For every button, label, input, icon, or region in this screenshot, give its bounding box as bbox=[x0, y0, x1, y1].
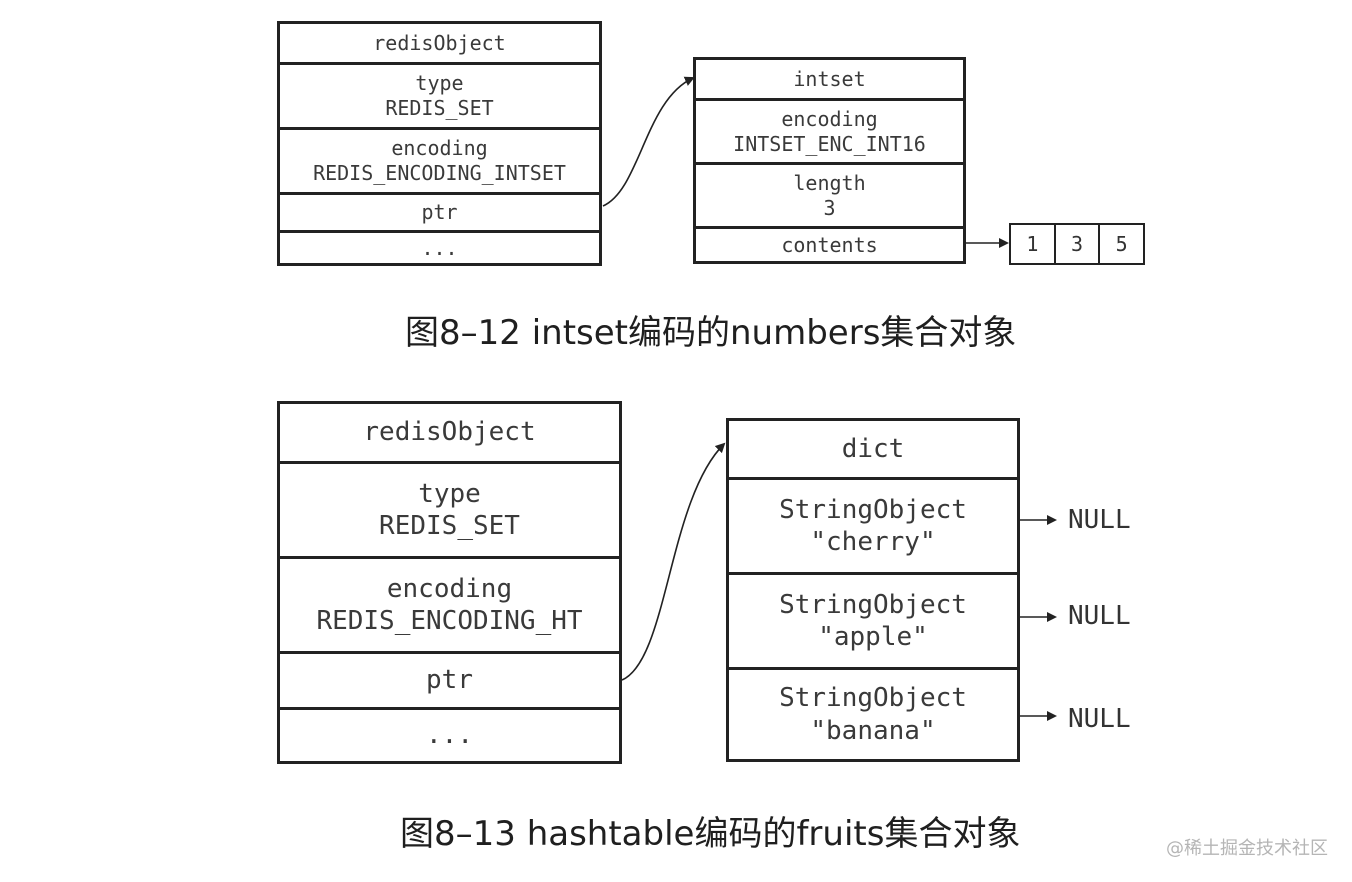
string-object-value: "apple" bbox=[818, 622, 928, 652]
redis-object-encoding-cell: encoding REDIS_ENCODING_INTSET bbox=[280, 127, 599, 192]
redis-object-type-cell: type REDIS_SET bbox=[280, 461, 619, 556]
redis-object-box-2: redisObject type REDIS_SET encoding REDI… bbox=[277, 401, 622, 764]
intset-header: intset bbox=[696, 60, 963, 98]
intset-length-label: length bbox=[793, 170, 866, 195]
contents-item: 5 bbox=[1098, 225, 1143, 263]
intset-length-value: 3 bbox=[823, 195, 836, 220]
type-value: REDIS_SET bbox=[379, 511, 520, 541]
watermark: @稀土掘金技术社区 bbox=[1166, 838, 1328, 859]
dict-entry: StringObject "apple" bbox=[729, 572, 1017, 667]
string-object-label: StringObject bbox=[779, 683, 967, 713]
redis-object-ptr-cell: ptr bbox=[280, 192, 599, 230]
type-value: REDIS_SET bbox=[385, 96, 494, 120]
dict-entry: StringObject "cherry" bbox=[729, 477, 1017, 572]
figure-caption-2: 图8–13 hashtable编码的fruits集合对象 bbox=[400, 814, 1021, 854]
dict-box: dict StringObject "cherry" StringObject … bbox=[726, 418, 1020, 762]
redis-object-title: redisObject bbox=[373, 30, 506, 55]
null-label: NULL bbox=[1068, 505, 1131, 535]
null-label: NULL bbox=[1068, 601, 1131, 631]
redis-object-header: redisObject bbox=[280, 24, 599, 62]
dict-header: dict bbox=[729, 421, 1017, 477]
contents-item: 1 bbox=[1026, 232, 1039, 256]
intset-encoding-value: INTSET_ENC_INT16 bbox=[733, 131, 926, 156]
redis-object-title: redisObject bbox=[363, 417, 536, 448]
intset-length-cell: length 3 bbox=[696, 162, 963, 226]
intset-title: intset bbox=[793, 66, 866, 91]
string-object-label: StringObject bbox=[779, 589, 967, 620]
encoding-value: REDIS_ENCODING_HT bbox=[316, 606, 583, 636]
intset-contents-cell: contents bbox=[696, 226, 963, 261]
intset-encoding-cell: encoding INTSET_ENC_INT16 bbox=[696, 98, 963, 162]
encoding-label: encoding bbox=[386, 573, 513, 604]
redis-object-ptr-cell: ptr bbox=[280, 651, 619, 707]
redis-object-rest-cell: ... bbox=[280, 230, 599, 263]
encoding-value: REDIS_ENCODING_INTSET bbox=[313, 161, 566, 185]
contents-array: 1 3 5 bbox=[1009, 223, 1145, 265]
intset-box: intset encoding INTSET_ENC_INT16 length … bbox=[693, 57, 966, 264]
encoding-label: encoding bbox=[391, 136, 488, 160]
dict-title: dict bbox=[841, 433, 905, 464]
string-object-value: "banana" bbox=[810, 715, 936, 746]
ptr-label: ptr bbox=[426, 665, 473, 696]
string-object-label: StringObject bbox=[779, 494, 967, 525]
contents-item: 3 bbox=[1053, 225, 1099, 263]
null-label: NULL bbox=[1068, 704, 1131, 734]
ellipsis-label: ... bbox=[421, 235, 458, 260]
redis-object-rest-cell: ... bbox=[280, 707, 619, 761]
redis-object-header: redisObject bbox=[280, 404, 619, 461]
ptr-arrow-1 bbox=[602, 76, 695, 207]
redis-object-type-cell: type REDIS_SET bbox=[280, 62, 599, 127]
dict-entry: StringObject "banana" bbox=[729, 667, 1017, 759]
string-object-value: "cherry" bbox=[810, 527, 936, 557]
intset-encoding-label: encoding bbox=[781, 106, 878, 131]
intset-contents-label: contents bbox=[781, 232, 878, 257]
redis-object-encoding-cell: encoding REDIS_ENCODING_HT bbox=[280, 556, 619, 651]
ellipsis-label: ... bbox=[426, 720, 473, 751]
ptr-arrow-2 bbox=[621, 442, 726, 681]
type-label: type bbox=[415, 71, 464, 95]
figure-caption-1: 图8–12 intset编码的numbers集合对象 bbox=[405, 313, 1017, 353]
type-label: type bbox=[418, 478, 481, 509]
redis-object-box-1: redisObject type REDIS_SET encoding REDI… bbox=[277, 21, 602, 266]
ptr-label: ptr bbox=[421, 200, 458, 224]
